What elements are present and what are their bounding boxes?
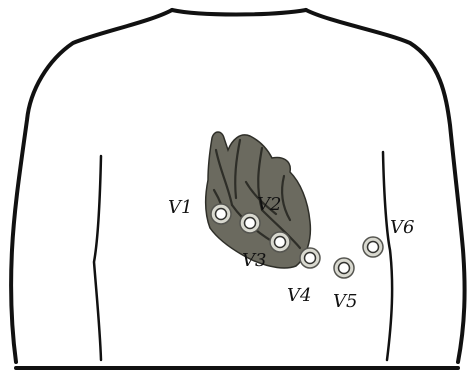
label-v4: V4 (287, 285, 311, 306)
label-v1: V1 (168, 197, 192, 218)
label-v5: V5 (333, 291, 357, 312)
torso-left-outline (11, 10, 172, 362)
torso-neckline (172, 10, 306, 15)
label-v2: V2 (257, 194, 281, 215)
electrode-v4 (300, 248, 320, 268)
electrode-v6 (363, 237, 383, 257)
electrode-v5 (334, 258, 354, 278)
left-arm-crease (94, 156, 101, 360)
electrode-v2 (240, 213, 260, 233)
electrode-v3 (270, 232, 290, 252)
electrode-v1 (211, 204, 231, 224)
label-v3: V3 (242, 250, 266, 271)
right-arm-crease (383, 152, 392, 360)
label-v6: V6 (390, 217, 414, 238)
